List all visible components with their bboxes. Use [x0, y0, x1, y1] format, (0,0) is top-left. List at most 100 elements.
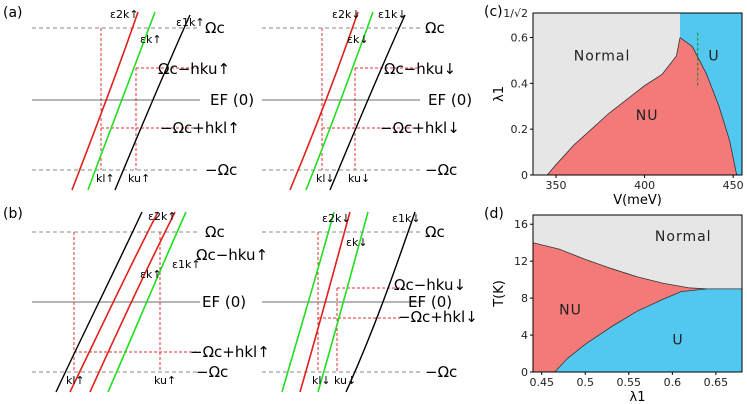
kl-label: kl↑ — [66, 374, 85, 387]
e1k-curve — [345, 211, 416, 393]
e2k-curve-1 — [69, 211, 159, 393]
y-axis-label: T(K) — [492, 280, 507, 308]
y-tick-label: 16 — [514, 218, 528, 231]
neg-omega-label: −Ωc — [205, 161, 237, 179]
x-tick-label: 400 — [634, 179, 655, 192]
kl-label: kl↓ — [312, 374, 331, 387]
boundary-normal-nu — [532, 242, 708, 290]
omega-label: Ωc — [425, 223, 445, 241]
upper-label: Ωc−hku↓ — [394, 276, 466, 294]
omega-label: Ωc — [425, 19, 445, 37]
x-tick-label: 0.65 — [704, 376, 729, 389]
y-tick-label: 0 — [521, 169, 528, 182]
upper-label: Ωc−hku↑ — [196, 246, 268, 264]
y-tick-label: 0 — [521, 366, 528, 379]
fermi-label: EF (0) — [210, 91, 254, 109]
fermi-label: EF (0) — [408, 293, 452, 311]
e1k-curve — [329, 14, 406, 191]
region-u — [680, 13, 742, 175]
e2k-curve — [299, 211, 351, 393]
ek-label: εk↑ — [140, 268, 162, 281]
ek-curve — [107, 211, 187, 393]
x-tick-label: 0.6 — [664, 376, 682, 389]
y-tick-label: 12 — [514, 255, 528, 268]
e2k-curve-2 — [89, 211, 176, 393]
neg-omega-label: −Ωc — [425, 363, 457, 381]
x-tick-label: 0.55 — [617, 376, 642, 389]
e1k-curve — [114, 14, 191, 191]
x-axis-label: λ1 — [630, 390, 646, 404]
e1k-curve — [55, 211, 143, 393]
fermi-label: EF (0) — [202, 293, 246, 311]
y-tick-label: 4 — [521, 329, 528, 342]
boundary-nu-u — [554, 288, 708, 373]
ek-label: εk↓ — [346, 236, 368, 249]
x-axis-label: V(meV) — [613, 193, 662, 208]
e2k-label: ε2k↑ — [110, 8, 139, 21]
y-tick-label: 8 — [521, 292, 528, 305]
e2k-label: ε2k↓ — [322, 212, 351, 225]
plot-frame — [532, 12, 743, 176]
y-tick-label: 0.2 — [511, 123, 529, 136]
lower-label: −Ωc+hkl↓ — [398, 308, 478, 326]
panel-label-d: (d) — [484, 206, 504, 222]
omega-label: Ωc — [205, 19, 225, 37]
e2k-label: ε2k↓ — [332, 8, 361, 21]
upper-label: Ωc−hku↑ — [158, 60, 230, 78]
y-axis-label: λ1 — [492, 86, 507, 102]
panel-label-a: (a) — [3, 5, 23, 21]
lower-label: −Ωc+hkl↑ — [190, 343, 270, 361]
neg-omega-label: −Ωc — [196, 363, 228, 381]
fermi-label: EF (0) — [428, 91, 472, 109]
region-label-u: U — [672, 332, 683, 348]
upper-label: Ωc−hku↓ — [384, 60, 456, 78]
ku-label: ku↓ — [348, 172, 370, 185]
neg-omega-label: −Ωc — [425, 161, 457, 179]
kl-label: kl↓ — [316, 172, 335, 185]
schematic-b-right: Ωc EF (0) −Ωc ε2k↓ εk↓ ε1k↓ Ωc−hku↓ −Ωc+… — [262, 211, 478, 393]
schematic-a-left: Ωc EF (0) −Ωc ε2k↑ εk↑ ε1k↑ Ωc−hku↑ −Ωc+… — [32, 8, 254, 191]
e1k-label: ε1k↓ — [378, 8, 407, 21]
y-tick-label: 0.6 — [511, 32, 529, 45]
x-tick-label: 350 — [546, 179, 567, 192]
boundary-nu-u — [679, 37, 738, 176]
e1k-label: ε1k↓ — [392, 212, 421, 225]
kl-label: kl↑ — [96, 172, 115, 185]
region-label-nu: NU — [559, 303, 582, 319]
y-tick-label: 0.4 — [511, 77, 529, 90]
region-nu — [533, 242, 708, 372]
region-u — [554, 288, 742, 372]
x-tick-label: 0.45 — [529, 376, 554, 389]
plot-frame — [532, 214, 743, 373]
x-tick-label: 450 — [723, 179, 744, 192]
e2k-label: ε2k↑ — [148, 210, 177, 223]
omega-label: Ωc — [205, 223, 225, 241]
boundary-normal-nu — [546, 37, 681, 176]
ku-label: ku↑ — [154, 374, 176, 387]
ek-label: εk↑ — [140, 33, 162, 46]
region-nu — [547, 37, 737, 175]
ek-label: εk↓ — [347, 33, 369, 46]
ek-curve — [305, 11, 374, 191]
ek-curve — [87, 11, 156, 191]
region-label-normal: Normal — [574, 48, 631, 64]
e2k-curve — [289, 11, 359, 191]
region-label-u: U — [708, 48, 719, 64]
region-label-normal: Normal — [655, 229, 712, 245]
e1k-label: ε1k↑ — [176, 16, 205, 29]
e2k-curve — [71, 11, 139, 191]
lower-label: −Ωc+hkl↑ — [160, 119, 240, 137]
region-label-nu: NU — [636, 108, 659, 124]
lower-label: −Ωc+hkl↓ — [380, 119, 460, 137]
y-tick-label-top: 1/√2 — [503, 7, 528, 20]
ek-curve-1 — [317, 211, 369, 393]
ku-label: ku↓ — [334, 374, 356, 387]
e1k-label: ε1k↑ — [172, 258, 201, 271]
ku-label: ku↑ — [128, 172, 150, 185]
schematic-b-left: Ωc EF (0) −Ωc ε2k↑ εk↑ ε1k↑ Ωc−hku↑ −Ωc+… — [32, 210, 270, 393]
ek-curve-2 — [281, 211, 335, 393]
panel-label-b: (b) — [3, 206, 23, 222]
